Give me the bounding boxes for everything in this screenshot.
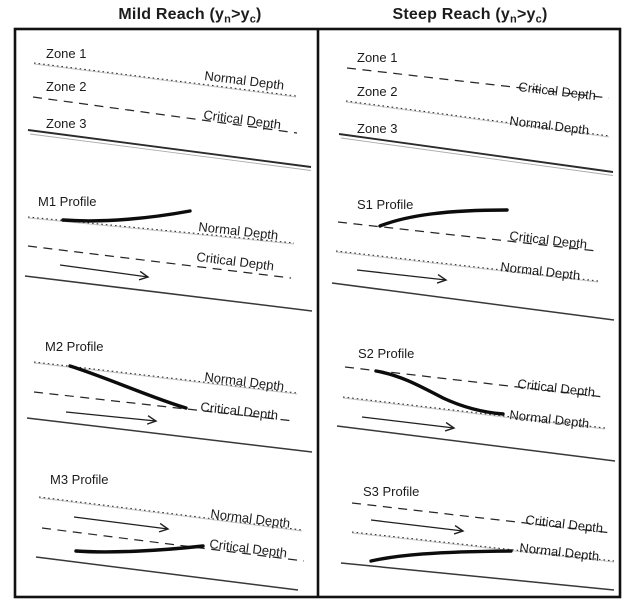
s2-profile-panel: S2 Profile Critical Depth Normal Depth xyxy=(336,346,616,462)
channel-bed-line xyxy=(26,417,313,453)
mild-zone3-label: Zone 3 xyxy=(46,116,86,131)
channel-bed-line xyxy=(340,562,615,591)
flow-direction-arrow xyxy=(356,269,446,280)
normal-depth-label: Normal Depth xyxy=(500,259,581,283)
flow-direction-arrow xyxy=(59,264,148,277)
normal-depth-line xyxy=(345,100,610,137)
critical-depth-label: Critical Depth xyxy=(196,249,275,273)
m3-profile-curve xyxy=(74,544,205,554)
critical-depth-line xyxy=(32,96,298,134)
s3-profile-label: S3 Profile xyxy=(363,484,419,499)
critical-depth-label: Critical Depth xyxy=(518,79,597,103)
critical-depth-label: Critical Depth xyxy=(509,228,588,252)
m1-profile-curve xyxy=(61,209,192,223)
normal-depth-line-ghost xyxy=(342,397,606,430)
s1-profile-curve xyxy=(378,208,509,228)
normal-depth-label: Normal Depth xyxy=(210,506,291,531)
channel-bed-line xyxy=(35,556,299,591)
channel-bed-shadow xyxy=(29,133,312,171)
critical-depth-line xyxy=(337,221,598,252)
critical-depth-line xyxy=(33,391,295,422)
mild-zones-panel: Zone 1 Normal Depth Zone 2 Critical Dept… xyxy=(27,46,312,171)
critical-depth-line xyxy=(344,366,605,398)
normal-depth-label: Normal Depth xyxy=(198,219,279,243)
s2-profile-curve xyxy=(374,369,505,416)
normal-depth-line-ghost xyxy=(38,497,303,532)
normal-depth-line xyxy=(38,496,303,531)
m3-profile-label: M3 Profile xyxy=(50,472,109,487)
normal-depth-line-ghost xyxy=(335,251,599,283)
critical-depth-line xyxy=(346,67,610,99)
steep-reach-title: Steep Reach (yn>yc) xyxy=(393,6,548,26)
channel-bed-line xyxy=(24,275,313,312)
normal-depth-label: Normal Depth xyxy=(519,540,600,564)
s3-profile-panel: S3 Profile Critical Depth Normal Depth xyxy=(340,484,615,591)
channel-bed-line xyxy=(336,425,616,462)
normal-depth-line-ghost xyxy=(27,217,295,245)
normal-depth-line-ghost xyxy=(33,63,297,98)
normal-depth-label: Normal Depth xyxy=(509,113,590,138)
critical-depth-line xyxy=(351,502,613,534)
mild-zone2-label: Zone 2 xyxy=(46,79,86,94)
s1-profile-label: S1 Profile xyxy=(357,197,413,212)
normal-depth-label: Normal Depth xyxy=(204,369,285,394)
critical-depth-label: Critical Depth xyxy=(200,399,279,423)
m2-profile-curve xyxy=(68,364,188,410)
mild-reach-title: Mild Reach (yn>yc) xyxy=(118,6,261,26)
critical-depth-label: Critical Depth xyxy=(525,512,604,536)
flow-direction-arrow xyxy=(361,416,454,428)
critical-depth-label: Critical Depth xyxy=(203,107,282,132)
channel-bed-line xyxy=(27,129,312,168)
normal-depth-label: Normal Depth xyxy=(509,407,590,431)
normal-depth-line xyxy=(27,216,295,244)
steep-zones-panel: Zone 1 Critical Depth Zone 2 Normal Dept… xyxy=(338,50,614,176)
m2-profile-label: M2 Profile xyxy=(45,339,104,354)
m1-profile-label: M1 Profile xyxy=(38,194,97,209)
flow-direction-arrow xyxy=(65,411,156,421)
normal-depth-line-ghost xyxy=(351,532,615,563)
critical-depth-label: Critical Depth xyxy=(209,536,288,560)
channel-bed-shadow xyxy=(340,137,614,176)
m2-profile-panel: M2 Profile Normal Depth Critical Depth xyxy=(26,339,313,453)
m3-profile-panel: M3 Profile Normal Depth Critical Depth xyxy=(35,472,305,591)
s1-profile-panel: S1 Profile Critical Depth Normal Depth xyxy=(331,197,615,321)
steep-zone1-label: Zone 1 xyxy=(357,50,397,65)
steep-zone2-label: Zone 2 xyxy=(357,84,397,99)
flow-direction-arrow xyxy=(73,516,168,529)
s2-profile-label: S2 Profile xyxy=(358,346,414,361)
channel-bed-line xyxy=(338,133,614,173)
s3-profile-curve xyxy=(369,549,513,563)
critical-depth-label: Critical Depth xyxy=(517,376,596,400)
steep-zone3-label: Zone 3 xyxy=(357,121,397,136)
critical-depth-line xyxy=(27,245,292,279)
m1-profile-panel: M1 Profile Normal Depth Critical Depth xyxy=(24,194,313,312)
mild-zone1-label: Zone 1 xyxy=(46,46,86,61)
normal-depth-line-ghost xyxy=(345,101,610,138)
critical-depth-line xyxy=(41,527,305,562)
flow-direction-arrow xyxy=(370,519,463,531)
channel-bed-line xyxy=(331,282,615,321)
